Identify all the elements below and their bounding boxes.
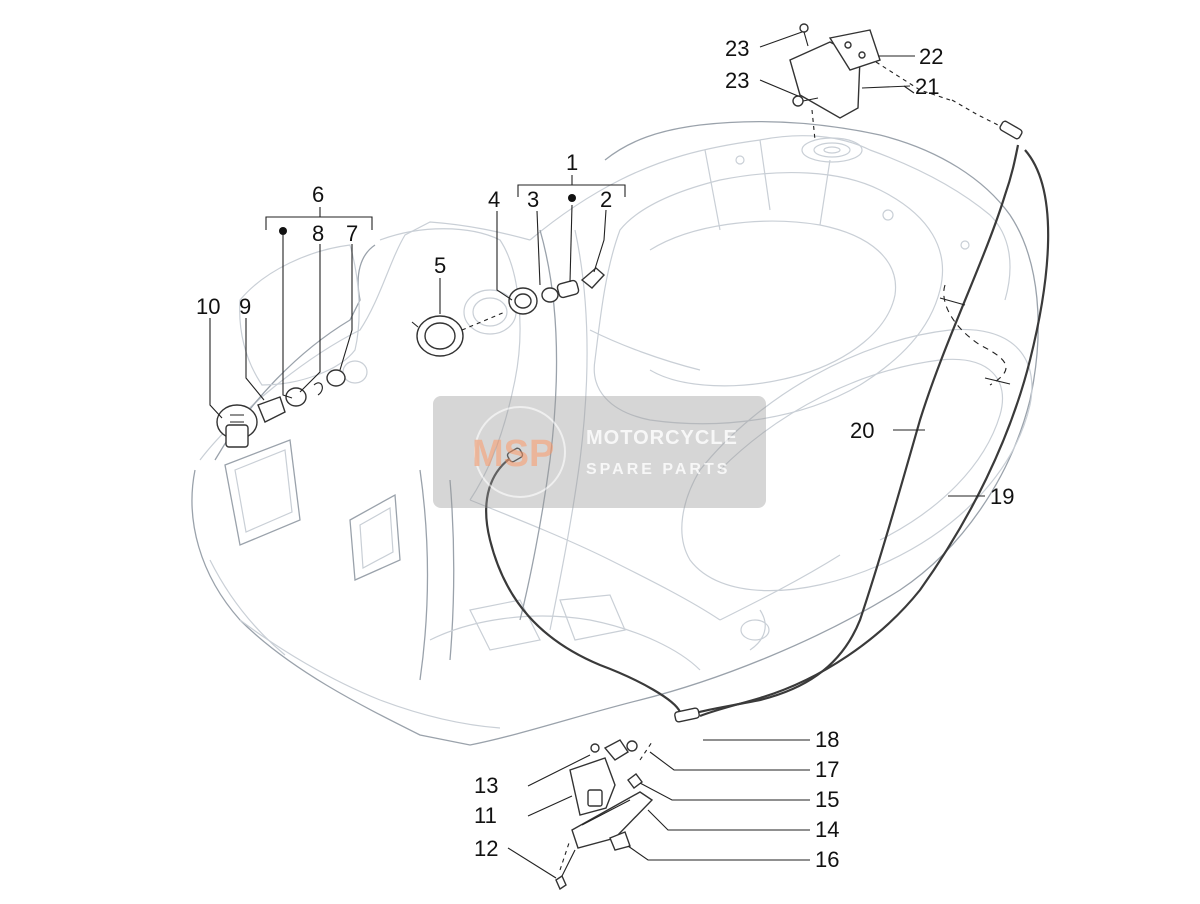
- label-part-21: 21: [915, 74, 939, 99]
- saddle-lock-parts: [555, 739, 654, 891]
- label-part-19: 19: [990, 484, 1014, 509]
- label-part-12: 12: [474, 836, 498, 861]
- label-part-5: 5: [434, 253, 446, 278]
- leader-lines: [209, 31, 985, 879]
- label-part-23-top: 23: [725, 36, 749, 61]
- label-part-9: 9: [239, 294, 251, 319]
- label-part-14: 14: [815, 817, 839, 842]
- label-part-11: 11: [474, 803, 497, 828]
- watermark-line1: MOTORCYCLE: [586, 427, 738, 449]
- watermark-line2: SPARE PARTS: [586, 461, 730, 478]
- label-part-13: 13: [474, 773, 498, 798]
- label-part-22: 22: [919, 44, 943, 69]
- hinge-assembly: [789, 23, 951, 141]
- label-part-2: 2: [600, 187, 612, 212]
- group-brackets: [265, 175, 626, 235]
- label-part-10: 10: [196, 294, 220, 319]
- ignition-lock-parts: [411, 267, 606, 357]
- label-part-18: 18: [815, 727, 839, 752]
- glovebox-lock-parts: [216, 369, 346, 448]
- label-part-8: 8: [312, 221, 324, 246]
- label-part-4: 4: [488, 187, 500, 212]
- label-part-3: 3: [527, 187, 539, 212]
- watermark: MSP MOTORCYCLE SPARE PARTS: [433, 396, 766, 508]
- label-part-20: 20: [850, 418, 874, 443]
- saddle-cables: [485, 99, 1050, 723]
- label-part-17: 17: [815, 757, 839, 782]
- label-part-16: 16: [815, 847, 839, 872]
- label-part-15: 15: [815, 787, 839, 812]
- watermark-logo: MSP: [472, 433, 554, 475]
- label-part-7: 7: [346, 221, 358, 246]
- part-labels: 1 2 3 4 5 6 7 8 9 10 11 12 13 14 15 16 1…: [196, 36, 1014, 872]
- label-part-1: 1: [566, 150, 578, 175]
- label-part-6: 6: [312, 182, 324, 207]
- label-part-23-bottom: 23: [725, 68, 749, 93]
